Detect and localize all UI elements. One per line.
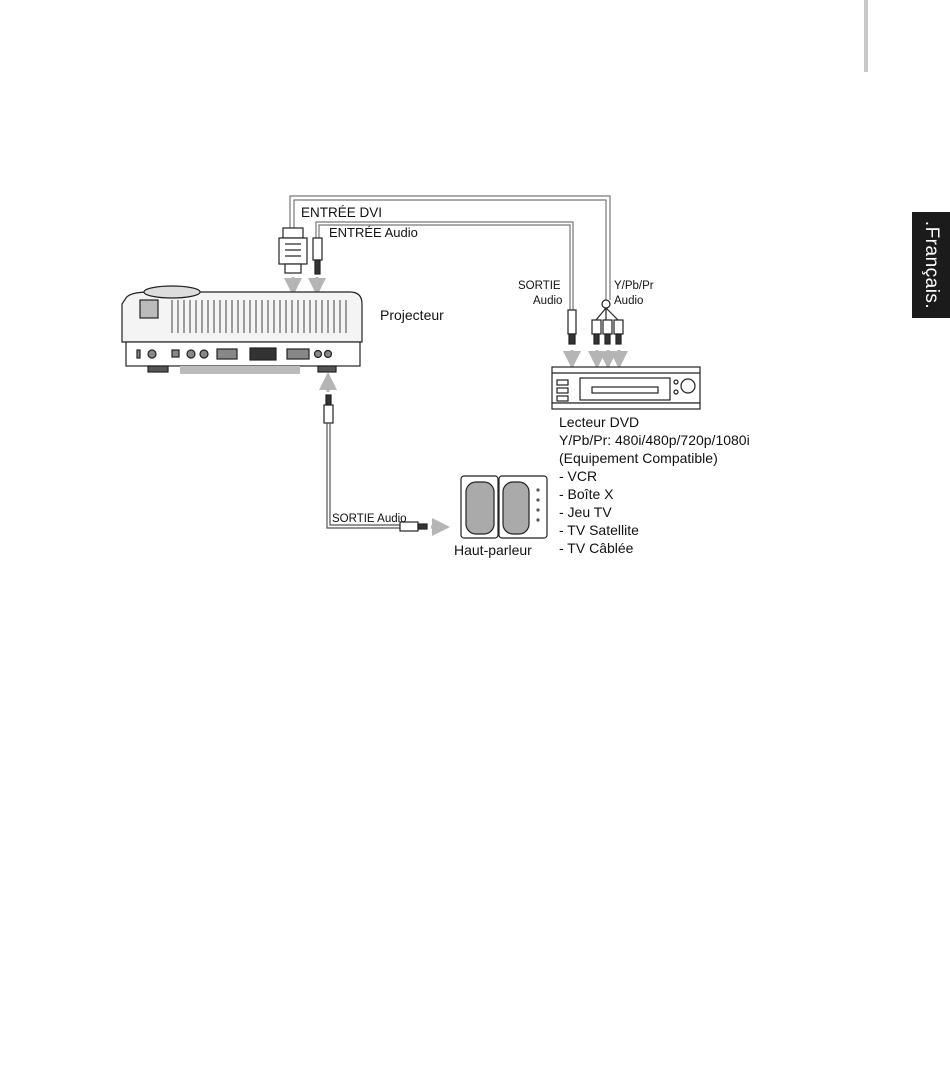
dvd-title: Lecteur DVD [559,413,750,431]
dvd-info: Lecteur DVD Y/Pb/Pr: 480i/480p/720p/1080… [559,413,750,557]
ypbpr-label-line1: Y/Pb/Pr [614,280,654,293]
projector [122,286,362,374]
device-item: - Boîte X [559,485,750,503]
speaker-label: Haut-parleur [454,543,532,558]
device-item: - Jeu TV [559,503,750,521]
device-item: - TV Satellite [559,521,750,539]
audio-input-label: ENTRÉE Audio [329,225,418,240]
dvd-arrows [572,350,619,360]
dvd-resolutions: Y/Pb/Pr: 480i/480p/720p/1080i [559,431,750,449]
speaker-audio-cable [324,395,427,531]
projector-label: Projecteur [380,307,444,323]
dvi-connector [279,228,307,273]
device-item: - TV Câblée [559,539,750,557]
dvi-input-label: ENTRÉE DVI [301,205,382,221]
dvd-player [552,367,700,409]
speaker-audio-out-label: SORTIE Audio [332,513,407,526]
audio-out-label-line2: Audio [533,295,562,308]
input-arrows [293,277,317,287]
audio-out-label-line1: SORTIE [518,280,561,293]
audio-jack-plug [313,238,322,274]
dvd-compatible: (Equipement Compatible) [559,449,750,467]
device-item: - VCR [559,467,750,485]
speaker [461,476,547,538]
ypbpr-label-line2: Audio [614,295,643,308]
